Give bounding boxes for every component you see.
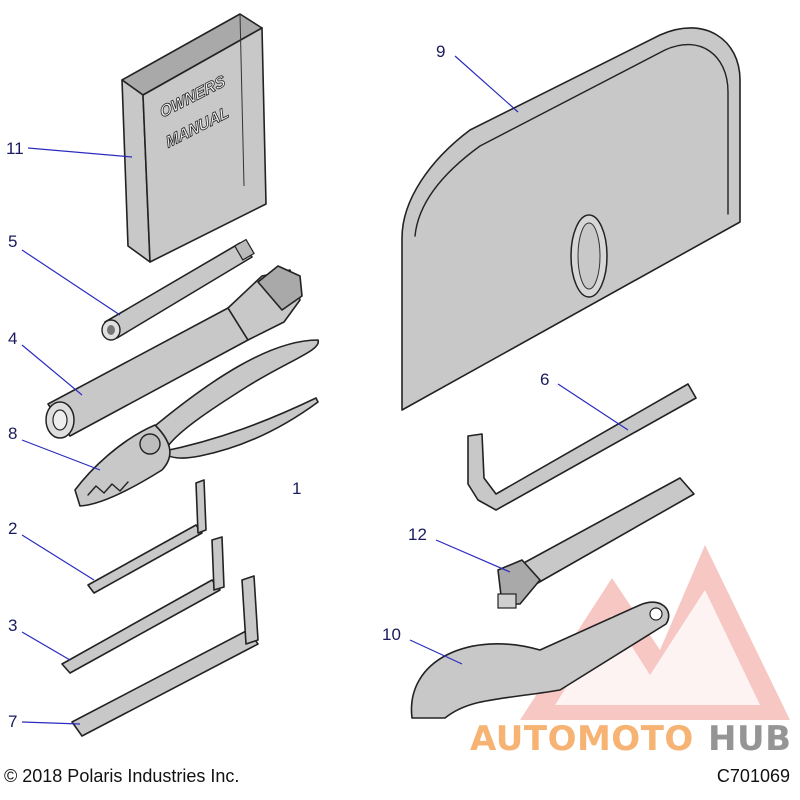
callout-5: 5 bbox=[8, 232, 17, 251]
watermark-text: AUTOMOTO HUB bbox=[470, 719, 791, 759]
watermark-word-hub: HUB bbox=[708, 719, 791, 759]
callout-11: 11 bbox=[6, 139, 24, 158]
pliers bbox=[74, 339, 319, 507]
callout-12: 12 bbox=[408, 525, 427, 544]
callout-6: 6 bbox=[540, 370, 549, 389]
torx-key bbox=[71, 575, 259, 737]
leader-lines bbox=[21, 55, 629, 725]
callout-9: 9 bbox=[436, 42, 445, 61]
callout-7: 7 bbox=[8, 712, 17, 731]
copyright-notice: © 2018 Polaris Industries Inc. bbox=[4, 766, 240, 786]
diagram-code: C701069 bbox=[716, 766, 790, 786]
callout-2: 2 bbox=[8, 519, 17, 538]
tool-pouch bbox=[401, 27, 741, 411]
callout-3: 3 bbox=[8, 616, 17, 635]
callout-labels: 11 5 4 8 2 3 7 9 6 12 10 1 bbox=[6, 42, 549, 731]
hook-spanner-wrench bbox=[410, 601, 670, 719]
hex-key-small bbox=[87, 479, 207, 594]
callout-4: 4 bbox=[8, 329, 17, 348]
hex-key-medium bbox=[61, 536, 225, 674]
callout-8: 8 bbox=[8, 424, 17, 443]
watermark-word-automoto: AUTOMOTO bbox=[470, 719, 694, 759]
hex-key-large bbox=[467, 383, 697, 511]
extension-bar bbox=[101, 238, 255, 341]
spanner-handle bbox=[497, 477, 695, 609]
owners-manual-book: OWNERS MANUAL bbox=[121, 13, 267, 263]
watermark-logo bbox=[520, 545, 790, 720]
spark-plug-wrench bbox=[45, 265, 303, 439]
callout-10: 10 bbox=[382, 625, 401, 644]
group-label: 1 bbox=[292, 479, 301, 498]
